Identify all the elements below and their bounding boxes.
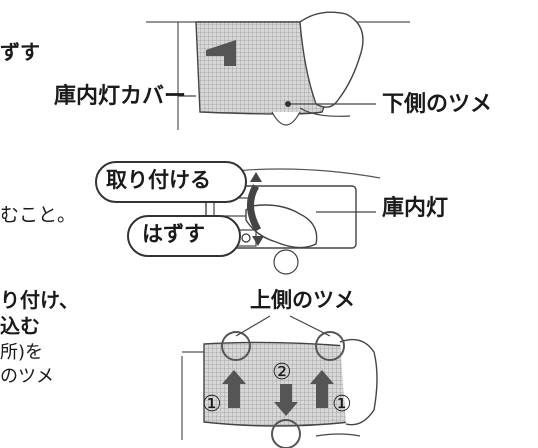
lamp-label: 庫内灯: [382, 196, 449, 221]
marker-up-right: ①: [332, 392, 352, 417]
step1-heading-fragment: ずす: [0, 40, 40, 64]
lamp-cover-label: 庫内灯カバー: [54, 84, 187, 109]
illustration-lamp: [95, 161, 381, 275]
illustration-upper-tabs: [181, 315, 378, 448]
step2-note-fragment: むこと。: [0, 204, 77, 226]
marker-down-center: ②: [272, 360, 292, 385]
lower-tab-label: 下側のツメ: [382, 92, 493, 117]
step3-body-line1: 所)を: [0, 342, 44, 363]
lamp-cover-shape: [195, 21, 333, 115]
attach-label: 取り付ける: [106, 168, 211, 192]
remove-label: はずす: [142, 222, 205, 246]
step3-heading-line2: 込む: [0, 314, 40, 338]
step3-heading-line1: り付け、: [0, 288, 79, 312]
hand-shape: [299, 11, 364, 117]
illustration-remove-cover: [146, 11, 410, 130]
step3-body-line2: のツメ: [0, 366, 54, 387]
upper-tab-label: 上側のツメ: [250, 288, 355, 312]
marker-up-left: ①: [202, 392, 222, 417]
